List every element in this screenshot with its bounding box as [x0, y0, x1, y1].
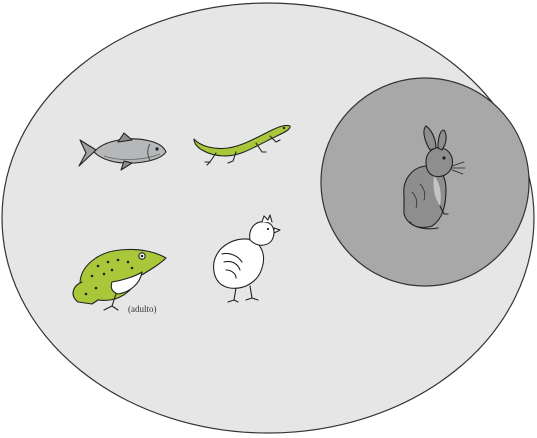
frog-caption: (adulto)	[128, 304, 157, 314]
